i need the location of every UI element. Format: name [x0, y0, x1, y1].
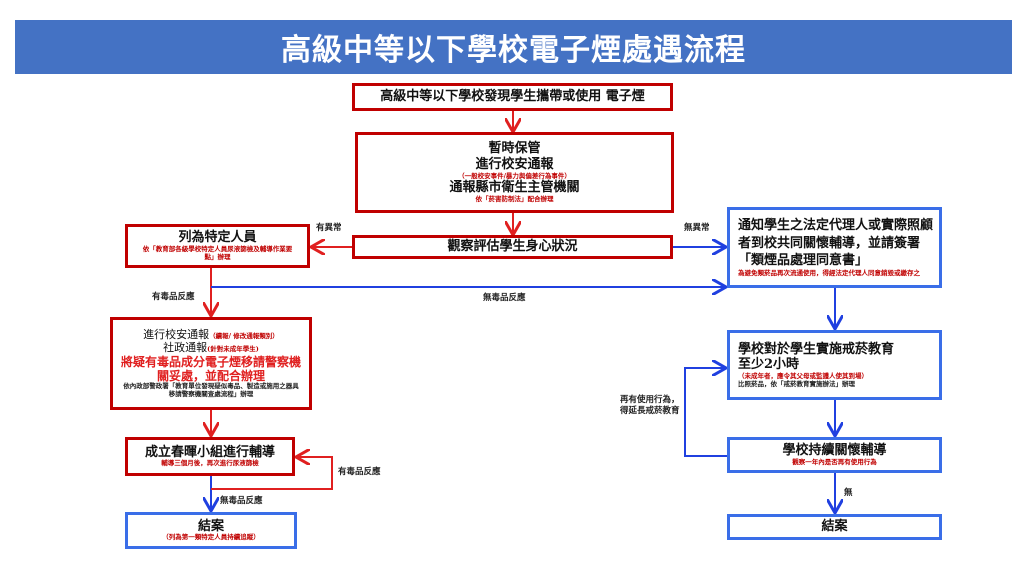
page-title: 高級中等以下學校電子煙處遇流程: [15, 20, 1012, 74]
node-report: 進行校安通報（續報/ 修改通報類別） 社政通報(針對未成年學生) 將疑有毒品成分…: [110, 317, 312, 410]
node-note: 依「菸害防制法」配合辦理: [475, 194, 554, 203]
node-care: 學校持續關懷輔導 觀察一年內是否再有使用行為: [727, 437, 942, 473]
node-text: 社政通報: [163, 341, 208, 355]
node-notify: 通知學生之法定代理人或實際照顧者到校共同關懷輔導，並請簽署「類煙品處理同意書」 …: [727, 207, 942, 288]
node-text: 至少2小時: [738, 357, 800, 373]
node-text: 進行校安通報: [143, 328, 210, 342]
node-note: (針對未成年學生): [207, 345, 259, 354]
node-text: 學校持續關懷輔導: [782, 443, 887, 459]
node-note: 輔導三個月後，再次進行尿液篩檢: [161, 459, 259, 468]
arrow-care-loop: [684, 368, 727, 457]
label-abnormal: 有異常: [316, 223, 342, 233]
node-observe: 觀察評估學生身心狀況: [352, 235, 673, 259]
node-text: 進行校安通報: [475, 156, 554, 172]
label-drug-yes: 有毒品反應: [152, 292, 195, 302]
node-discover: 高級中等以下學校發現學生攜帶或使用 電子煙: [352, 83, 673, 111]
label-drug-no-2: 無毒品反應: [220, 496, 263, 506]
node-note: （續報/ 修改通報類別）: [209, 332, 279, 341]
node-note: 觀察一年內是否再有使用行為: [792, 457, 877, 466]
node-note: （未成年者，應令其父母或監護人使其到場）: [738, 371, 868, 380]
node-text: 通報縣市衛生主管機關: [449, 180, 580, 196]
node-chunhui: 成立春暉小組進行輔導 輔導三個月後，再次進行尿液篩檢: [125, 437, 295, 476]
label-none: 無: [844, 488, 853, 498]
label-normal: 無異常: [684, 223, 710, 233]
node-text: 高級中等以下學校發現學生攜帶或使用 電子煙: [380, 89, 645, 105]
arrow-chunhui-loop: [211, 457, 333, 490]
node-text: 成立春暉小組進行輔導: [144, 444, 275, 460]
node-text: 結案: [197, 518, 224, 534]
label-text: 再有使用行為，: [620, 395, 680, 405]
node-note: （一般校安事件/暴力與偏差行為事件）: [458, 171, 571, 180]
node-note: 為避免類菸品再次流通使用，得經法定代理人同意銷毀或繳存之: [738, 268, 920, 277]
node-note: 依內政部警政署「教育單位發現疑似毒品、製造或施用之器具移請警察機關查處流程」辦理: [123, 382, 299, 399]
node-text: 通知學生之法定代理人或實際照顧者到校共同關懷輔導，並請簽署「類煙品處理同意書」: [738, 218, 934, 269]
node-text: 列為特定人員: [178, 230, 257, 246]
node-note: 依「教育部各級學校特定人員尿液篩檢及輔導作業要點」辦理: [142, 245, 293, 261]
node-text: 結案: [821, 519, 848, 535]
node-close-left: 結案 （列為第一類特定人員持續追蹤）: [125, 512, 297, 549]
node-note: （列為第一類特定人員持續追蹤）: [162, 533, 260, 542]
node-text: 暫時保管: [488, 141, 541, 157]
label-drug-no: 無毒品反應: [483, 293, 526, 303]
node-custody: 暫時保管 進行校安通報 （一般校安事件/暴力與偏差行為事件） 通報縣市衛生主管機…: [355, 132, 674, 213]
node-specific: 列為特定人員 依「教育部各級學校特定人員尿液篩檢及輔導作業要點」辦理: [125, 224, 310, 268]
node-education: 學校對於學生實施戒菸教育 至少2小時 （未成年者，應令其父母或監護人使其到場） …: [727, 330, 942, 400]
node-text: 將疑有毒品成分電子煙移請警察機關妥處，並配合辦理: [121, 354, 302, 383]
label-drug-yes-2: 有毒品反應: [338, 467, 381, 477]
node-note: 比照菸品，依「戒菸教育實施辦法」辦理: [738, 379, 855, 388]
node-close-right: 結案: [727, 514, 942, 540]
label-text: 得延長戒菸教育: [620, 406, 680, 417]
label-reuse: 再有使用行為，得延長戒菸教育: [620, 395, 680, 417]
node-text: 觀察評估學生身心狀況: [447, 239, 578, 255]
node-text: 學校對於學生實施戒菸教育: [738, 341, 895, 357]
